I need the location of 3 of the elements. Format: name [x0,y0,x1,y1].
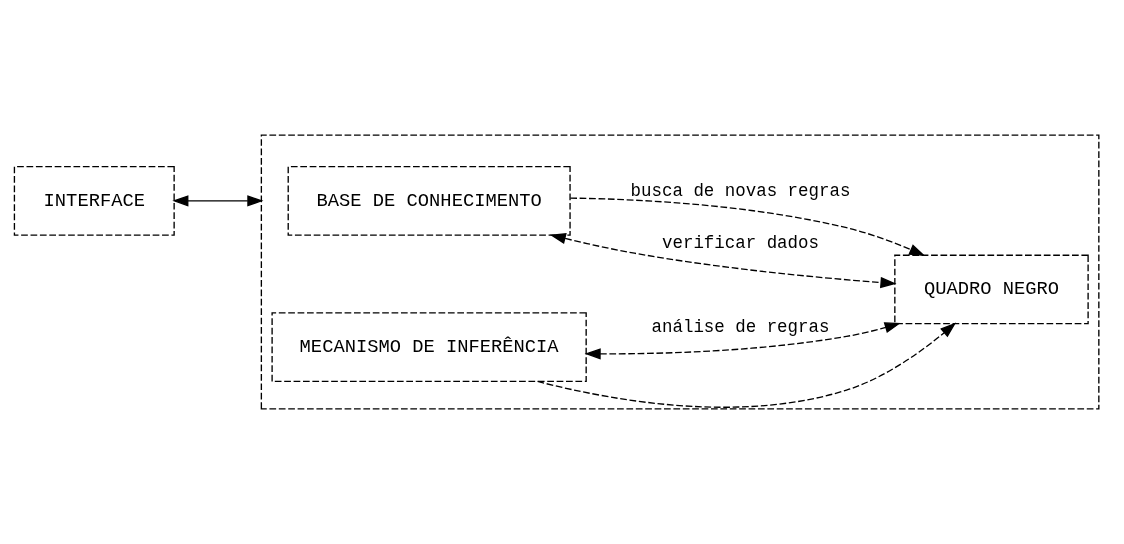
edge-label: análise de regras [651,316,830,337]
edge-label: verificar dados [662,233,819,254]
edge-label: busca de novas regras [630,181,851,202]
